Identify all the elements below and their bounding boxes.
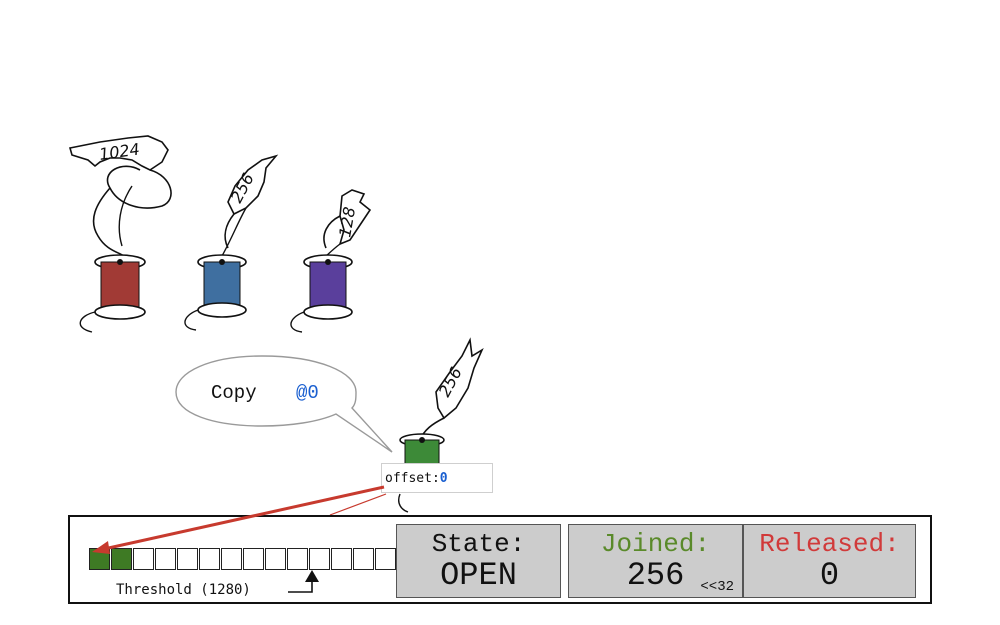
buffer-cell-empty	[155, 548, 176, 570]
buffer-cell-empty	[375, 548, 396, 570]
released-box: Released: 0	[743, 524, 916, 598]
spool-1024: 1024	[68, 135, 172, 333]
buffer-cell-empty	[221, 548, 242, 570]
state-label: State:	[431, 529, 526, 559]
threshold-label: Threshold (1280)	[116, 582, 251, 598]
joined-label: Joined:	[600, 529, 711, 559]
released-value: 0	[819, 557, 840, 594]
spool-label-128: 128	[335, 205, 359, 238]
state-value: OPEN	[440, 557, 517, 594]
buffer-cell-empty	[353, 548, 374, 570]
joined-value: 256	[626, 557, 685, 594]
offset-value: 0	[439, 471, 448, 486]
offset-label: offset:	[385, 471, 440, 486]
joined-shift: <<32	[700, 579, 734, 595]
buffer-cell-empty	[243, 548, 264, 570]
released-label: Released:	[759, 529, 900, 559]
buffer-cell-empty	[265, 548, 286, 570]
spool-256: 256	[184, 154, 279, 331]
speech-bubble: Copy @0	[175, 355, 393, 453]
state-box: State: OPEN	[396, 524, 561, 598]
buffer-cell-empty	[133, 548, 154, 570]
buffer-cell-empty	[177, 548, 198, 570]
buffer-cell-empty	[331, 548, 352, 570]
spool-128: 128	[290, 189, 372, 333]
buffer-cell-filled	[111, 548, 132, 570]
buffer-cell-empty	[199, 548, 220, 570]
buffer-cell-empty	[309, 548, 330, 570]
buffer-cells	[89, 548, 397, 570]
buffer-cell-empty	[287, 548, 308, 570]
bubble-action: Copy	[211, 382, 257, 404]
offset-readout: offset:0	[381, 463, 493, 493]
joined-box: Joined: 256 <<32	[568, 524, 743, 598]
bubble-offset: @0	[296, 382, 319, 404]
buffer-cell-filled	[89, 548, 110, 570]
